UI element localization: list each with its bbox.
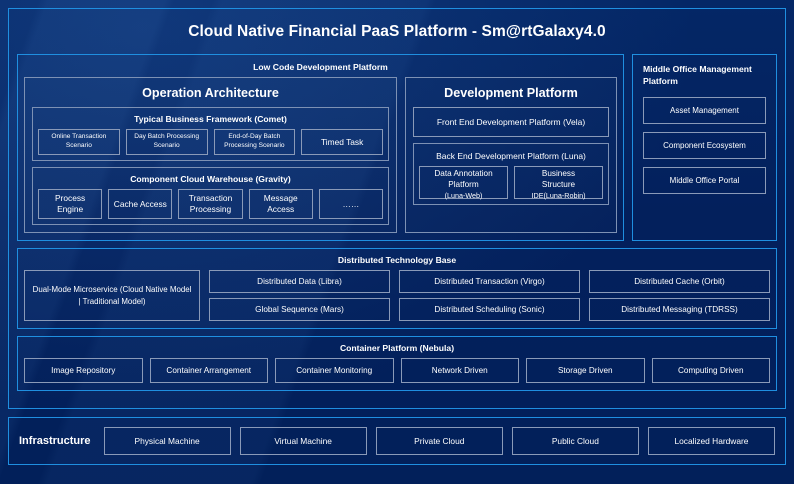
chip-cache-access[interactable]: Cache Access — [108, 189, 173, 219]
dtb-column-2: Distributed Transaction (Virgo) Distribu… — [399, 270, 580, 321]
data-annotation-line-1: Data Annotation — [434, 169, 493, 178]
typical-business-framework-group: Typical Business Framework (Comet) Onlin… — [32, 107, 389, 161]
dtb-column-3: Distributed Cache (Orbit) Distributed Me… — [589, 270, 770, 321]
low-code-header: Low Code Development Platform — [253, 62, 388, 72]
front-end-development-platform[interactable]: Front End Development Platform (Vela) — [413, 107, 609, 137]
chip-virtual-machine[interactable]: Virtual Machine — [239, 427, 367, 455]
back-end-development-platform-group: Back End Development Platform (Luna) Dat… — [413, 143, 609, 205]
middle-office-management-platform: Middle Office Management Platform Asset … — [632, 54, 777, 241]
chip-component-ecosystem[interactable]: Component Ecosystem — [643, 131, 766, 159]
chip-public-cloud[interactable]: Public Cloud — [511, 427, 639, 455]
chip-message-access[interactable]: Message Access — [248, 189, 313, 219]
chip-distributed-messaging[interactable]: Distributed Messaging (TDRSS) — [589, 298, 770, 321]
container-platform-header: Container Platform (Nebula) — [339, 343, 455, 353]
chip-process-engine[interactable]: Process Engine — [38, 189, 103, 219]
typical-business-framework-title: Typical Business Framework (Comet) — [134, 114, 287, 124]
chip-middle-office-portal[interactable]: Middle Office Portal — [643, 166, 766, 194]
data-annotation-line-3: (Luna-Web) — [444, 190, 483, 200]
chip-data-annotation-platform[interactable]: Data Annotation Platform (Luna-Web) — [419, 166, 508, 200]
chip-private-cloud[interactable]: Private Cloud — [375, 427, 503, 455]
low-code-development-platform: Low Code Development Platform Operation … — [17, 54, 624, 241]
chip-day-batch-processing-scenario[interactable]: Day Batch Processing Scenario — [125, 129, 208, 155]
chip-dual-mode-microservice[interactable]: Dual-Mode Microservice (Cloud Native Mod… — [24, 270, 200, 321]
distributed-technology-base-header: Distributed Technology Base — [337, 255, 457, 265]
chip-more-ellipsis[interactable]: …… — [318, 189, 384, 219]
chip-transaction-processing[interactable]: Transaction Processing — [178, 189, 243, 219]
chip-distributed-scheduling[interactable]: Distributed Scheduling (Sonic) — [399, 298, 580, 321]
back-end-development-platform-title: Back End Development Platform (Luna) — [436, 151, 586, 161]
infrastructure-frame: Infrastructure Physical Machine Virtual … — [8, 417, 786, 465]
chip-online-transaction-scenario[interactable]: Online Transaction Scenario — [38, 129, 120, 155]
dtb-column-1: Distributed Data (Libra) Global Sequence… — [209, 270, 390, 321]
chip-image-repository[interactable]: Image Repository — [24, 358, 143, 383]
chip-distributed-cache[interactable]: Distributed Cache (Orbit) — [589, 270, 770, 293]
chip-physical-machine[interactable]: Physical Machine — [103, 427, 231, 455]
infrastructure-label: Infrastructure — [19, 435, 91, 447]
business-structure-line-3: IDE(Luna-Robin) — [531, 190, 586, 200]
development-platform-title: Development Platform — [444, 86, 578, 100]
development-platform-panel: Development Platform Front End Developme… — [405, 77, 617, 233]
page-title: Cloud Native Financial PaaS Platform - S… — [188, 23, 606, 40]
middle-office-title: Middle Office Management Platform — [643, 64, 752, 87]
chip-asset-management[interactable]: Asset Management — [643, 96, 766, 124]
chip-business-structure-ide[interactable]: Business Structure IDE(Luna-Robin) — [514, 166, 603, 200]
chip-storage-driven[interactable]: Storage Driven — [526, 358, 645, 383]
chip-end-of-day-batch-processing-scenario[interactable]: End-of-Day Batch Processing Scenario — [213, 129, 296, 155]
upper-region: Low Code Development Platform Operation … — [17, 54, 777, 241]
chip-container-arrangement[interactable]: Container Arrangement — [149, 358, 268, 383]
chip-localized-hardware[interactable]: Localized Hardware — [647, 427, 775, 455]
operation-architecture-title: Operation Architecture — [142, 86, 279, 100]
chip-global-sequence[interactable]: Global Sequence (Mars) — [209, 298, 390, 321]
business-structure-line-2: Structure — [541, 179, 576, 189]
component-cloud-warehouse-group: Component Cloud Warehouse (Gravity) Proc… — [32, 167, 389, 225]
business-structure-line-1: Business — [541, 169, 576, 178]
component-cloud-warehouse-title: Component Cloud Warehouse (Gravity) — [130, 174, 291, 184]
container-platform: Container Platform (Nebula) Image Reposi… — [17, 336, 777, 391]
data-annotation-line-2: Platform — [448, 179, 479, 189]
chip-distributed-transaction[interactable]: Distributed Transaction (Virgo) — [399, 270, 580, 293]
chip-container-monitoring[interactable]: Container Monitoring — [275, 358, 394, 383]
chip-network-driven[interactable]: Network Driven — [400, 358, 519, 383]
chip-distributed-data[interactable]: Distributed Data (Libra) — [209, 270, 390, 293]
chip-computing-driven[interactable]: Computing Driven — [651, 358, 770, 383]
distributed-technology-base: Distributed Technology Base Dual-Mode Mi… — [17, 248, 777, 329]
operation-architecture-panel: Operation Architecture Typical Business … — [24, 77, 397, 233]
platform-frame: Cloud Native Financial PaaS Platform - S… — [8, 8, 786, 409]
chip-timed-task[interactable]: Timed Task — [301, 129, 383, 155]
